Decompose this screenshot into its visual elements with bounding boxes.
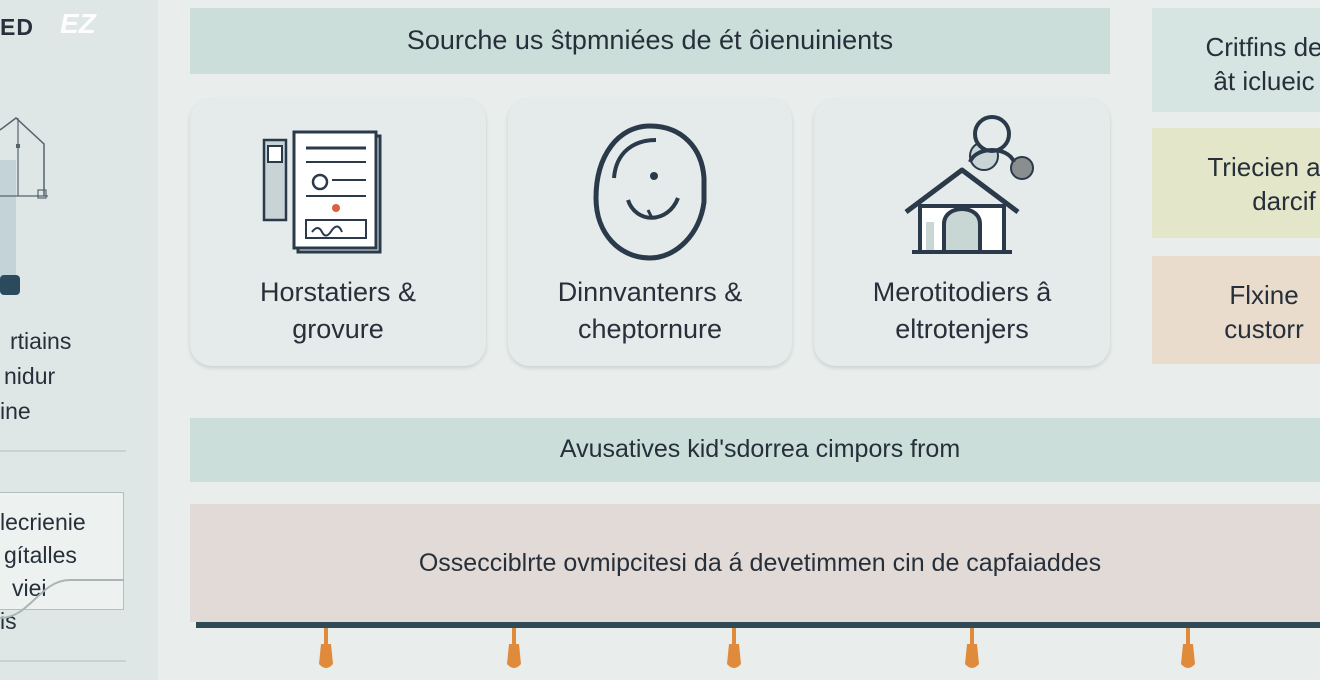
- card-label-line: Horstatiers &: [259, 277, 417, 307]
- right-box-2: Triecien a darcif: [1152, 128, 1320, 238]
- card-label: Horstatiers & grovure: [190, 274, 486, 348]
- brand-text: ED: [0, 14, 34, 40]
- left-text-line: rtiains: [10, 328, 72, 354]
- right-box-line: Flxine: [1229, 280, 1299, 310]
- card-2: Dinnvantenrs & cheptornure: [508, 98, 792, 366]
- right-box-3: Flxine custorr: [1152, 256, 1320, 364]
- right-box-line: Triecien a: [1207, 152, 1320, 182]
- right-box-line: ât iclueic: [1213, 66, 1315, 96]
- card-label-line: eltrotenjers: [895, 314, 1029, 344]
- chart-illustration-icon: [0, 117, 48, 295]
- left-text-a: rtiains nidur ine: [0, 324, 150, 429]
- pin-icon: [965, 628, 979, 668]
- card-label: Dinnvantenrs & cheptornure: [508, 274, 792, 348]
- pin-icon: [1181, 628, 1195, 668]
- divider: [0, 660, 126, 662]
- left-text-line: nidur: [4, 363, 56, 389]
- card-label-line: Dinnvantenrs &: [557, 277, 743, 307]
- right-box-line: Critfins de: [1205, 32, 1320, 62]
- pin-icon: [507, 628, 521, 668]
- card-label-line: Merotitodiers â: [872, 277, 1052, 307]
- smiley-shield-icon: [593, 123, 707, 261]
- bottom-panel: Ossecciblrte ovmipcitesi da á devetimmen…: [190, 504, 1320, 622]
- house-people-icon: [904, 115, 1034, 254]
- left-text-line: is: [0, 608, 17, 634]
- right-box-line: darcif: [1252, 186, 1316, 216]
- card-label-line: grovure: [292, 314, 384, 344]
- pin-icon: [319, 628, 333, 668]
- left-text-b: lecrienie gítalles viei is: [0, 506, 140, 638]
- left-note-box: [0, 492, 124, 610]
- card-3: Merotitodiers â eltrotenjers: [814, 98, 1110, 366]
- document-form-icon: [262, 130, 382, 254]
- curve-line-icon: [0, 579, 124, 619]
- top-banner: Sourche us ŝtpmniées de ét ôienuinients: [190, 8, 1110, 74]
- card-label: Merotitodiers â eltrotenjers: [814, 274, 1110, 348]
- divider: [0, 450, 126, 452]
- mid-banner: Avusatives kid'sdorrea cimpors from: [190, 418, 1320, 482]
- right-box-line: custorr: [1224, 314, 1304, 344]
- left-text-line: viei: [12, 575, 47, 601]
- pin-icon: [727, 628, 741, 668]
- card-label-line: cheptornure: [577, 314, 723, 344]
- left-text-line: gítalles: [4, 542, 77, 568]
- right-box-1: Critfins de ât iclueic: [1152, 8, 1320, 112]
- brand-mark: EZ: [60, 8, 96, 39]
- card-1: Horstatiers & grovure: [190, 98, 486, 366]
- timeline-bar: [196, 622, 1320, 628]
- left-text-line: lecrienie: [0, 509, 86, 535]
- left-text-line: ine: [0, 398, 31, 424]
